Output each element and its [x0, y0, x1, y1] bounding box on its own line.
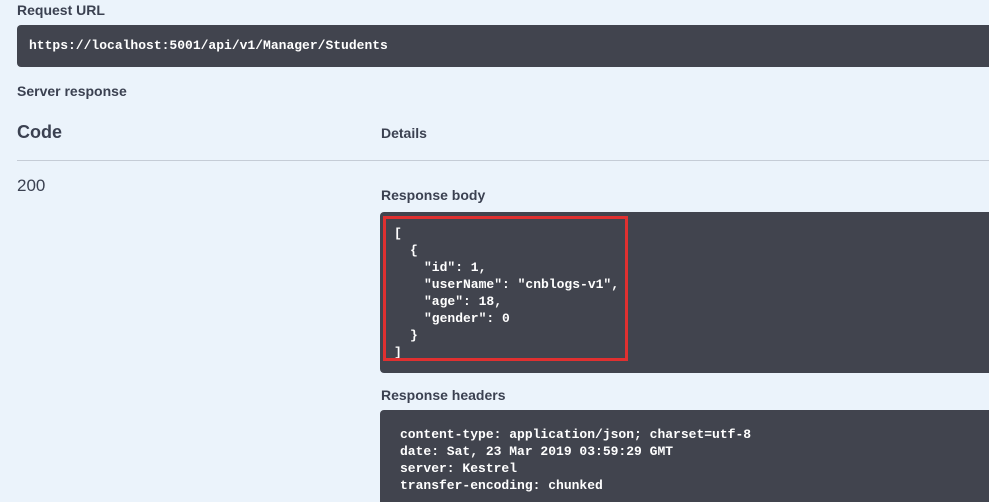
header-line: content-type: application/json; charset=… [400, 427, 752, 442]
json-line: "gender": 0 [424, 311, 510, 326]
json-line: } [410, 328, 418, 343]
response-body-code[interactable]: [ { "id": 1, "userName": "cnblogs-v1", "age"… [380, 212, 989, 373]
json-line: [ [394, 226, 402, 241]
header-line: server: Kestrel [400, 461, 518, 476]
code-column-header: Code [17, 122, 62, 142]
response-headers-label: Response headers [381, 387, 506, 403]
response-body-label: Response body [381, 187, 486, 203]
request-url-label: Request URL [17, 2, 105, 18]
details-column-header: Details [381, 125, 427, 141]
response-headers-code[interactable]: content-type: application/json; charset=… [380, 410, 989, 502]
json-line: "id": 1, [424, 260, 487, 275]
response-status-code: 200 [17, 176, 46, 195]
table-divider [17, 160, 989, 161]
request-url-value[interactable]: https://localhost:5001/api/v1/Manager/St… [17, 25, 989, 67]
json-line: "userName": "cnblogs-v1", [424, 277, 620, 292]
json-line: { [410, 243, 418, 258]
server-response-label: Server response [17, 83, 127, 99]
header-line: date: Sat, 23 Mar 2019 03:59:29 GMT [400, 444, 674, 459]
json-line: "age": 18, [424, 294, 503, 309]
json-line: ] [394, 345, 402, 360]
header-line: transfer-encoding: chunked [400, 478, 603, 493]
